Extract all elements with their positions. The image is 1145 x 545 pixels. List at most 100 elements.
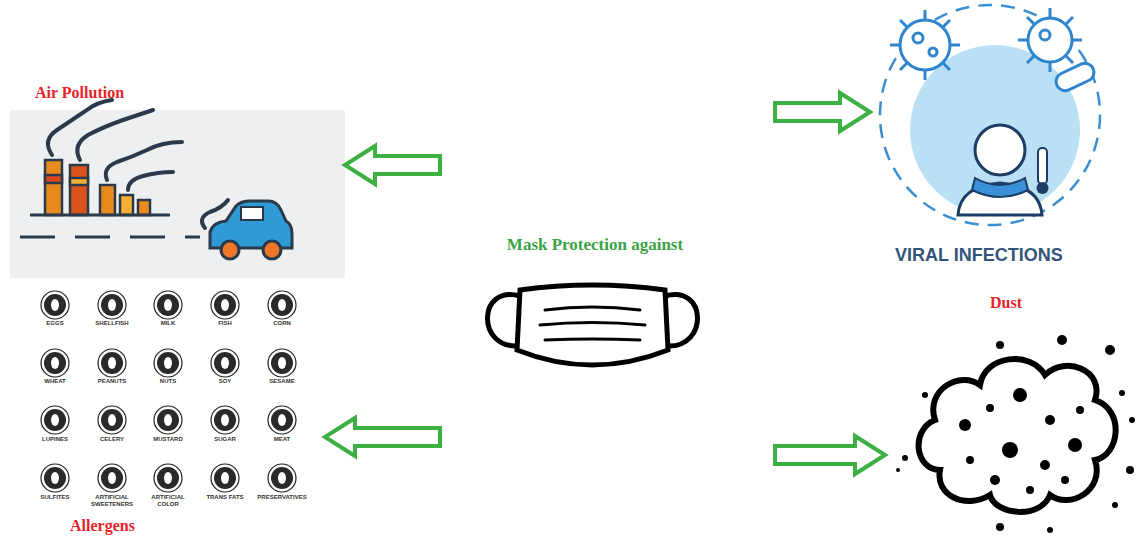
illustration-part (996, 341, 1004, 349)
allergen-label: SULFITES (28, 494, 82, 501)
illustration-part (1002, 442, 1018, 458)
illustration-part (900, 20, 950, 70)
illustration-part (268, 291, 296, 319)
illustration-part (1040, 460, 1050, 470)
illustration-part (1112, 502, 1118, 508)
illustration-part (100, 185, 115, 215)
illustration-part (986, 404, 994, 412)
illustration-part (41, 291, 69, 319)
block-arrow (345, 146, 440, 184)
illustration-part (1027, 17, 1073, 63)
illustration-part (922, 392, 928, 398)
illustration-part (972, 178, 1028, 197)
illustration-part (959, 419, 971, 431)
illustration-part (211, 291, 239, 319)
illustration-part (211, 406, 239, 434)
illustration-part (896, 335, 1135, 533)
illustration-part (880, 5, 1100, 225)
allergen-label: ARTIFICIAL SWEETENERS (85, 494, 139, 508)
illustration-part (154, 406, 182, 434)
illustration-part (919, 359, 1116, 512)
illustration-part (268, 349, 296, 377)
node-heading: VIRAL INFECTIONS (895, 245, 1120, 265)
allergen-label: FISH (198, 320, 252, 327)
illustration-part (929, 48, 937, 56)
illustration-part (48, 100, 228, 228)
illustration-part (98, 464, 126, 492)
illustration-part (210, 201, 292, 248)
illustration-part (263, 241, 281, 259)
allergen-label: PEANUTS (85, 378, 139, 385)
illustration-part (966, 456, 974, 464)
illustration-part (896, 468, 900, 472)
allergen-label: CORN (255, 320, 309, 327)
illustration-part (1076, 406, 1084, 414)
node-heading: Dust (990, 294, 1090, 312)
illustration-part (545, 307, 640, 310)
illustration-part (41, 349, 69, 377)
allergen-label: CELERY (85, 436, 139, 443)
virus-illustration (880, 5, 1100, 225)
pollution-illustration (10, 100, 345, 278)
illustration-part (1037, 182, 1049, 194)
illustration-part (211, 464, 239, 492)
allergen-label: SESAME (255, 378, 309, 385)
node-heading: Air Pollution (35, 84, 235, 102)
illustration-part (1026, 486, 1034, 494)
illustration-part (10, 110, 345, 278)
illustration-part (545, 339, 640, 340)
illustration-part (70, 165, 88, 215)
illustration-part (1028, 18, 1072, 62)
illustration-part (154, 464, 182, 492)
illustration-part (1119, 390, 1125, 396)
illustration-part (268, 406, 296, 434)
illustration-part (1040, 30, 1050, 40)
illustration-part (98, 406, 126, 434)
illustration-part (1038, 148, 1047, 184)
illustration-part (902, 455, 908, 461)
allergen-label: NUTS (141, 378, 195, 385)
illustration-part (1126, 466, 1134, 474)
illustration-part (120, 195, 133, 215)
block-arrow (775, 93, 870, 131)
illustration-part (540, 323, 645, 326)
mask-illustration (487, 285, 697, 365)
illustration-part (75, 236, 110, 239)
allergen-label: SUGAR (198, 436, 252, 443)
illustration-part (45, 160, 62, 215)
allergen-label: MEAT (255, 436, 309, 443)
illustration-part (20, 236, 200, 239)
allergen-label: PRESERVATIVES (255, 494, 309, 501)
illustration-part (990, 475, 1000, 485)
illustration-part (913, 33, 923, 43)
illustration-part (996, 523, 1004, 531)
allergen-label: TRANS FATS (198, 494, 252, 501)
allergen-label: WHEAT (28, 378, 82, 385)
illustration-part (517, 285, 668, 365)
illustration-part (128, 172, 173, 190)
illustration-part (98, 349, 126, 377)
illustration-part (185, 236, 200, 239)
illustration-part (1061, 476, 1069, 484)
illustration-part (900, 20, 950, 70)
illustration-part (154, 291, 182, 319)
allergen-label: SOY (198, 378, 252, 385)
mask-node: Mask Protection against (440, 85, 775, 475)
illustration-part (1053, 60, 1097, 93)
illustration-part (221, 241, 239, 259)
dust-illustration (896, 335, 1135, 533)
allergen-label: MUSTARD (141, 436, 195, 443)
illustration-part (41, 406, 69, 434)
allergen-label: MILK (141, 320, 195, 327)
illustration-part (138, 200, 150, 215)
allergen-label: SHELLFISH (85, 320, 139, 327)
illustration-part (900, 20, 950, 70)
illustration-part (1047, 527, 1053, 533)
illustration-part (1068, 438, 1082, 452)
allergen-icons (41, 291, 296, 492)
allergen-label: LUPINES (28, 436, 82, 443)
allergen-node: EGGSSHELLFISHMILKFISHCORNWHEATPEANUTSNUT… (25, 285, 325, 545)
illustration-part (1045, 415, 1055, 425)
